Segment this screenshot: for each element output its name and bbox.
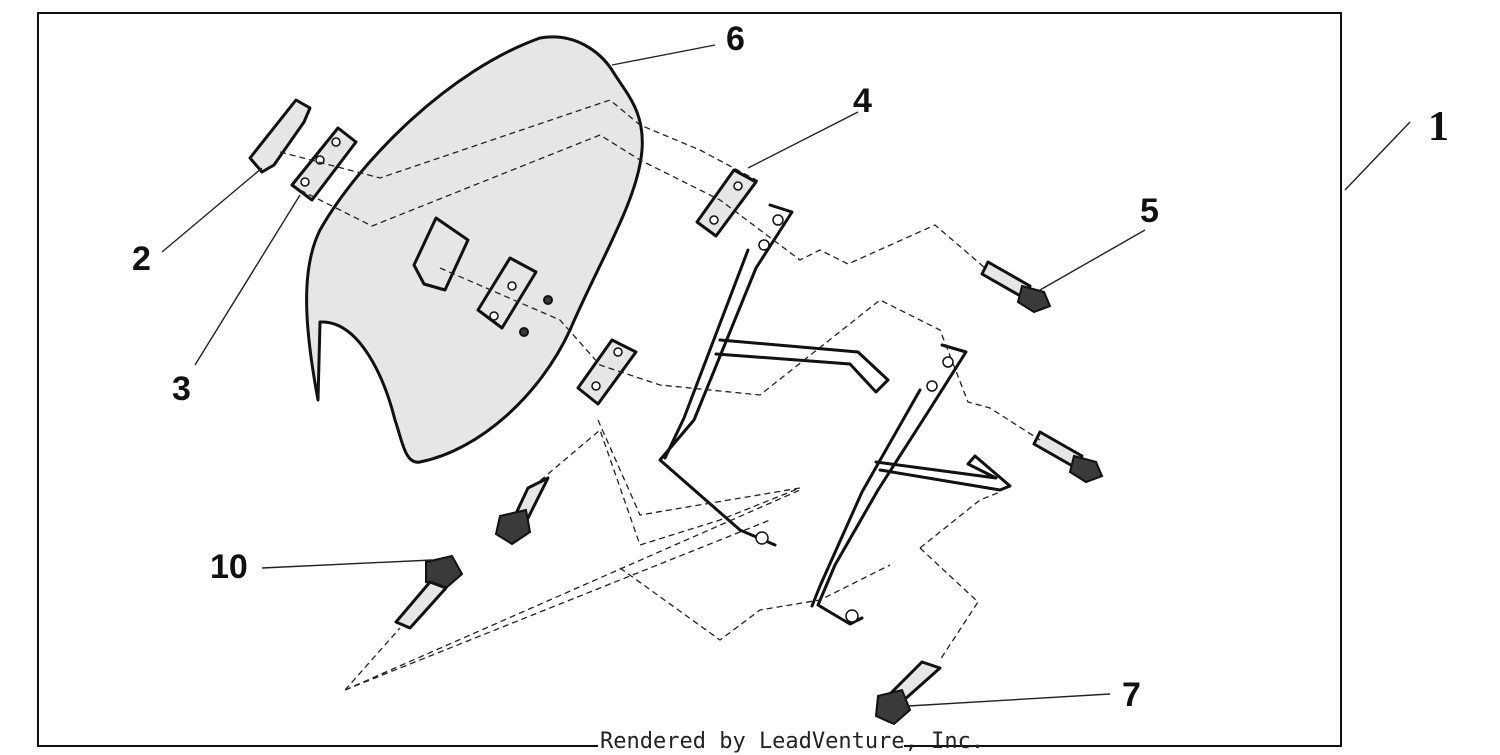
assembly-lines — [279, 99, 1041, 691]
clamp-upper-left — [248, 98, 358, 202]
credit-background — [598, 726, 904, 754]
callout-3: 3 — [172, 370, 191, 408]
bolt-part-10a — [494, 476, 550, 546]
support-bracket-right — [810, 343, 1012, 626]
diagram-frame — [37, 12, 1342, 747]
callout-7: 7 — [1122, 676, 1141, 714]
callout-10: 10 — [210, 548, 248, 586]
callout-5: 5 — [1140, 192, 1159, 230]
callout-6: 6 — [726, 20, 745, 58]
support-bracket-left — [658, 203, 890, 547]
windshield-part — [305, 35, 644, 464]
bolt-part-10 — [394, 554, 464, 630]
clamp-middle — [412, 216, 553, 337]
callout-2: 2 — [132, 240, 151, 278]
bracket-parts-4 — [576, 168, 758, 406]
leader-lines — [161, 44, 1411, 707]
bolt-part-5 — [980, 260, 1052, 314]
render-credit: Rendered by LeadVenture, Inc. — [600, 729, 984, 754]
callout-4: 4 — [853, 82, 872, 120]
callout-1: 1 — [1428, 104, 1449, 150]
bolt-part-7 — [874, 660, 942, 726]
bolt-part-5b — [1032, 430, 1104, 484]
